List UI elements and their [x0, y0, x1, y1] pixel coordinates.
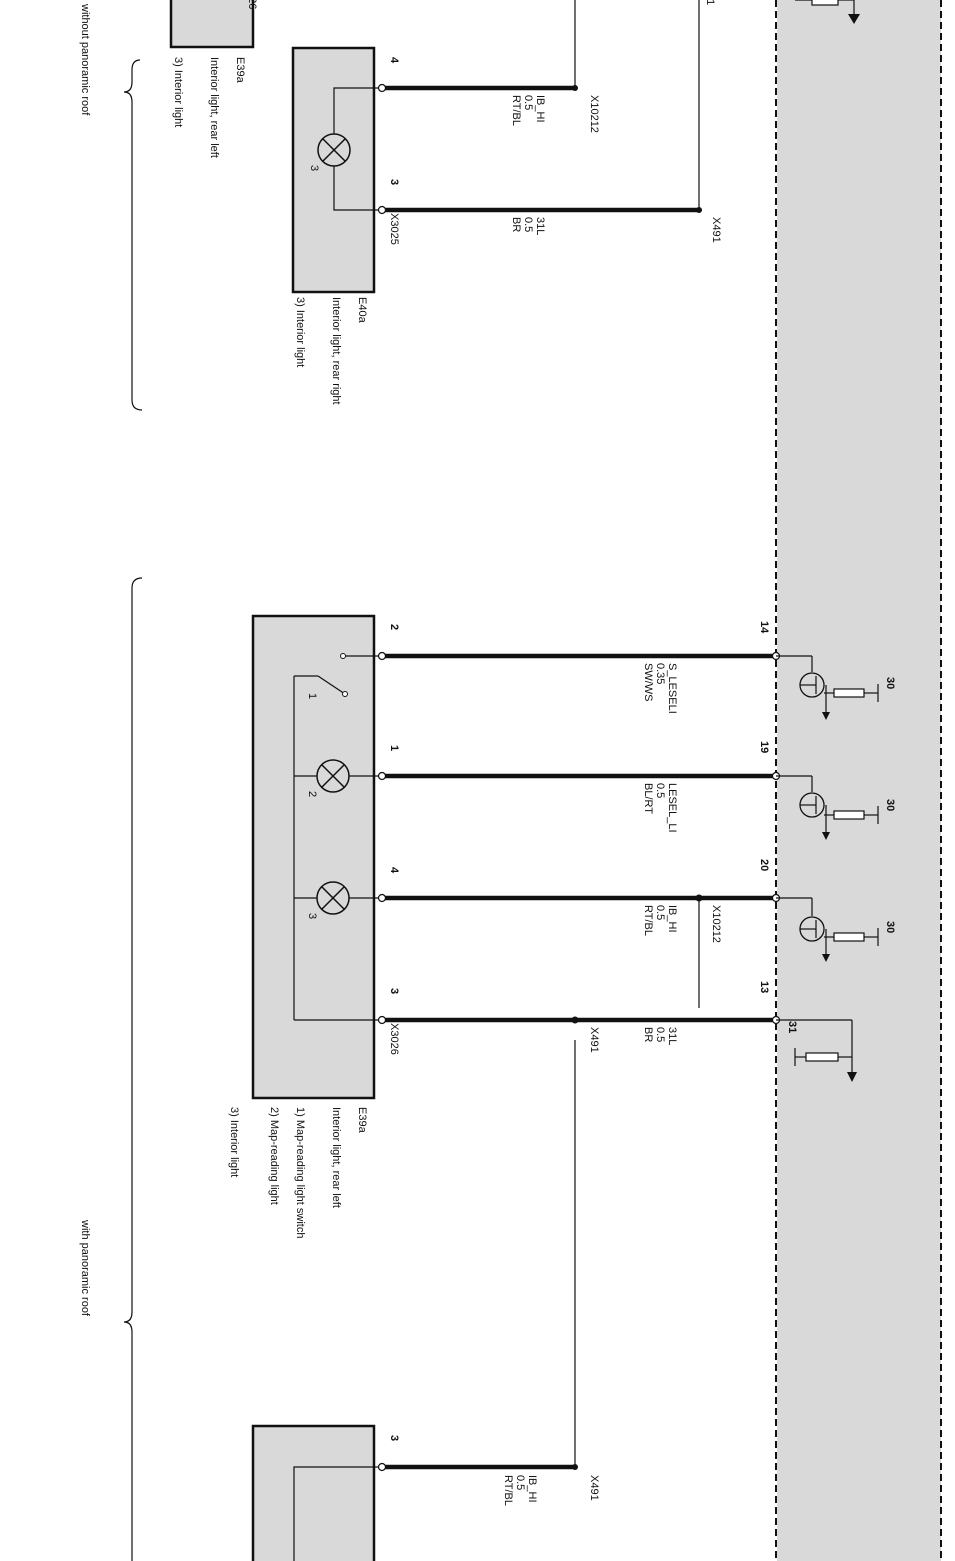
wire-color: RT/BL	[642, 905, 654, 936]
far-pin-number: 14	[758, 621, 770, 634]
module-partial-bottom	[251, 1424, 376, 1561]
e39a-title: Interior light, rear left	[330, 1107, 342, 1208]
wire-end-dot	[696, 207, 702, 213]
group-without-panoramic: without panoramic roof E39a Interior lig…	[79, 3, 722, 411]
element-number-1: 1	[306, 693, 318, 699]
splice-dot	[571, 1016, 579, 1024]
brace-without	[123, 59, 143, 411]
pin-ring	[377, 1015, 387, 1025]
map-reading-switch-icon	[340, 653, 348, 697]
transistor-driver-1	[776, 655, 879, 720]
e40a-lamp-number: 3	[308, 165, 320, 171]
ground-resistor	[776, 1019, 857, 1082]
supply-label: 30	[884, 677, 896, 689]
e39a-item: 2) Map-reading light	[268, 1107, 280, 1205]
interior-lamp-icon	[316, 881, 350, 915]
e40a-id: E40a	[356, 297, 368, 324]
wire-color: BR	[510, 217, 522, 232]
wire-name: IB_HI	[534, 95, 546, 123]
pin-ring	[377, 771, 387, 781]
wire-gauge: 0.5	[654, 905, 666, 920]
wire-color: SW/WS	[642, 663, 654, 702]
splice-label: X491	[710, 217, 722, 243]
transistor-driver-3	[776, 897, 879, 962]
e39a-id: E39a	[356, 1107, 368, 1134]
bottom-internal-wiring	[293, 1466, 382, 1561]
e39a-module	[251, 614, 376, 1100]
wire-color: BL/RT	[642, 783, 654, 814]
wire-color: RT/BL	[510, 95, 522, 126]
e39a-note-top: 3) Interior light	[172, 57, 184, 127]
bottom-wire-name: IB_HI	[526, 1475, 538, 1503]
e40a-title: Interior light, rear right	[330, 297, 342, 405]
e40a-lamp-icon	[317, 133, 351, 167]
e40a-connector: X3025	[388, 213, 400, 245]
pin-number: 4	[388, 867, 400, 874]
caption-without-panoramic: without panoramic roof	[79, 3, 91, 116]
wire-gauge: 0.35	[654, 663, 666, 684]
splice-label: X491	[588, 1027, 600, 1053]
top-connector-right: 91	[704, 0, 716, 5]
control-module-area	[777, 0, 941, 1561]
e40a-note: 3) Interior light	[294, 297, 306, 367]
wire-gauge: 0.5	[654, 783, 666, 798]
far-pin-number: 20	[758, 859, 770, 871]
wire-name: 31L	[666, 1027, 678, 1045]
wire-name: 31L	[534, 217, 546, 235]
top-connector-fragment: 026	[246, 0, 258, 9]
group-with-panoramic: with panoramic roof 1 2	[79, 577, 896, 1561]
e39a-module-partial-top	[169, 0, 255, 49]
e39a-item: 1) Map-reading light switch	[294, 1107, 306, 1238]
element-number-3: 3	[306, 913, 318, 919]
map-reading-lamp-icon	[316, 759, 350, 793]
e39a-connector: X3026	[388, 1023, 400, 1055]
e39a-id-top: E39a	[234, 57, 246, 84]
pin-ring	[377, 83, 387, 93]
wire-gauge: 0.5	[522, 217, 534, 232]
element-number-2: 2	[306, 791, 318, 797]
wire-name: LESEL_LI	[666, 783, 678, 833]
splice-label: X10212	[588, 95, 600, 133]
wire-end-dot	[572, 85, 578, 91]
bottom-partial: 3 IB_HI 0.5 RT/BL X491	[251, 1040, 600, 1561]
supply-label: 30	[884, 799, 896, 811]
wire-name: IB_HI	[666, 905, 678, 933]
bottom-pin-number: 3	[388, 1435, 400, 1441]
e39a-title-top: Interior light, rear left	[208, 57, 220, 158]
top-partial: 026 L 5 R 91	[169, 0, 860, 210]
top-ground-symbol	[795, 0, 860, 24]
pin-ring	[377, 205, 387, 215]
bottom-splice-label: X491	[588, 1475, 600, 1501]
bottom-wire-color: RT/BL	[502, 1475, 514, 1506]
wire-color: BR	[642, 1027, 654, 1042]
far-pin-number: 13	[758, 981, 770, 993]
wire-gauge: 0.5	[522, 95, 534, 110]
far-pin-number: 19	[758, 741, 770, 753]
pin-number: 1	[388, 745, 400, 751]
wire-gauge: 0.5	[654, 1027, 666, 1042]
ground-label: 31	[786, 1021, 798, 1033]
pin-number-4: 4	[388, 57, 400, 64]
pin-number: 3	[388, 988, 400, 994]
transistor-driver-2	[776, 775, 879, 840]
pin-ring	[377, 893, 387, 903]
caption-with-panoramic: with panoramic roof	[79, 1219, 91, 1317]
bottom-wire-gauge: 0.5	[514, 1475, 526, 1490]
pin-ring	[377, 651, 387, 661]
pin-ring	[377, 1462, 387, 1472]
brace-with	[123, 577, 143, 1561]
pin-number-3: 3	[388, 179, 400, 185]
pin-number: 2	[388, 624, 400, 630]
supply-label: 30	[884, 921, 896, 933]
wire-name: S_LESELI	[666, 663, 678, 714]
e39a-item: 3) Interior light	[228, 1107, 240, 1177]
splice-label: X10212	[710, 905, 722, 943]
